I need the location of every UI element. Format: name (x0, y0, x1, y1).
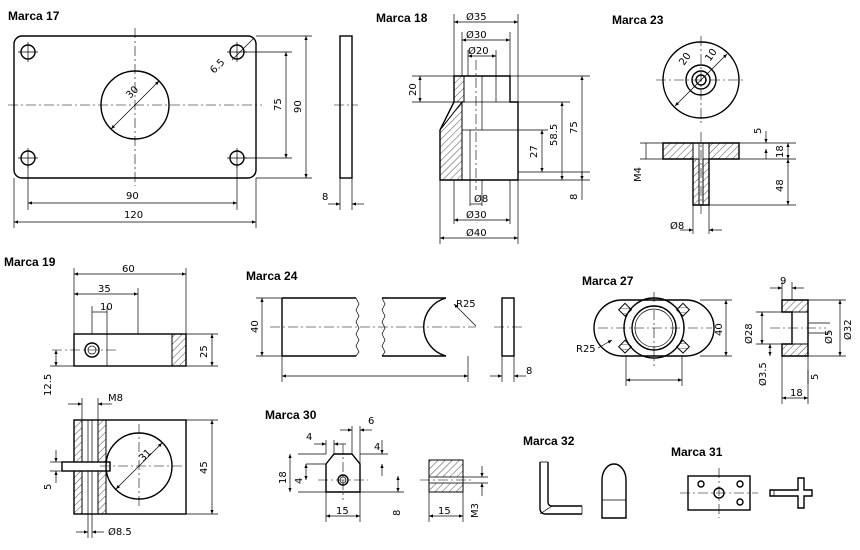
m24-dim-8: 8 (526, 366, 532, 377)
m30-side-section (428, 459, 464, 493)
title-marca-23: Marca 23 (612, 13, 664, 27)
marca-27: Marca 27 R25 40 9 Ø28 Ø32 Ø5 (576, 274, 854, 404)
m30-dim-4-left: 4 (294, 478, 305, 484)
marca-30: Marca 30 4 6 4 18 4 15 8 15 M3 (265, 408, 488, 522)
marca-23: Marca 23 20 10 5 18 48 M4 Ø8 (612, 13, 796, 234)
m17-side-view (339, 35, 353, 179)
m18-dim-8: 8 (569, 194, 580, 200)
title-marca-30: Marca 30 (265, 408, 317, 422)
m27-flange (593, 299, 715, 357)
title-marca-32: Marca 32 (523, 434, 575, 448)
m19-dim-d8-5: Ø8.5 (108, 526, 132, 538)
m23-dim-10: 10 (703, 47, 719, 64)
m23-dim-5: 5 (753, 128, 764, 134)
m19-dim-12-5: 12.5 (43, 374, 54, 396)
m19-dim-35: 35 (98, 284, 111, 295)
m31-pin (769, 477, 813, 509)
m27-bolt-holes (617, 302, 691, 354)
marca-17: Marca 17 30 6.5 75 90 90 120 (8, 9, 364, 228)
m27-dim-r25: R25 (576, 344, 596, 355)
m19-dim-10: 10 (100, 302, 113, 313)
m27-dim-d3-5: Ø3.5 (757, 362, 769, 386)
m17-dim-6-5: 6.5 (208, 57, 227, 76)
m32-cap (601, 463, 627, 519)
m18-dim-d30-top: Ø30 (466, 29, 487, 41)
m23-dim-18: 18 (775, 145, 786, 158)
m19-dim-25: 25 (199, 345, 210, 358)
m19-dim-5: 5 (43, 484, 54, 490)
title-marca-31: Marca 31 (671, 445, 723, 459)
title-marca-18: Marca 18 (376, 11, 428, 25)
m30-dim-8: 8 (392, 510, 403, 516)
marca-19: Marca 19 60 35 10 25 12.5 31 M8 (4, 255, 218, 538)
m27-dim-18: 18 (790, 388, 803, 399)
m19-dim-31: 31 (137, 447, 154, 464)
m30-dim-15-front: 15 (336, 506, 349, 517)
m18-dim-d20: Ø20 (468, 45, 489, 57)
m27-dim-d5: Ø5 (823, 330, 835, 344)
m27-dim-40: 40 (714, 323, 725, 336)
m30-dim-4-right: 4 (374, 442, 380, 453)
m23-dim-m4: M4 (633, 167, 644, 182)
m27-dim-5: 5 (810, 374, 821, 380)
m30-dim-15-side: 15 (438, 506, 451, 517)
m32-bent-wire-outer (539, 462, 582, 515)
m17-dim-90h: 90 (126, 191, 139, 202)
m18-dim-58-5: 58.5 (549, 124, 560, 146)
m30-dim-4-top: 4 (306, 432, 312, 443)
m17-dim-90v: 90 (293, 100, 304, 113)
title-marca-17: Marca 17 (8, 9, 60, 23)
m24-dim-40: 40 (250, 320, 261, 333)
m19-dim-60: 60 (122, 264, 135, 275)
m17-dim-75: 75 (273, 98, 284, 111)
m18-dim-75: 75 (569, 121, 580, 134)
m30-dim-6: 6 (368, 416, 374, 427)
m27-dim-d32: Ø32 (842, 319, 854, 340)
m23-dim-48: 48 (775, 179, 786, 192)
m23-dim-d8: Ø8 (670, 220, 684, 232)
m27-dim-d28: Ø28 (743, 323, 755, 344)
m17-dim-30: 30 (124, 84, 141, 101)
m18-dim-d30-bottom: Ø30 (466, 209, 487, 221)
m18-dim-d35: Ø35 (466, 11, 487, 23)
m18-dim-d8: Ø8 (474, 193, 488, 205)
marca-24: Marca 24 R25 40 8 (246, 269, 532, 382)
m17-center-hole (100, 70, 170, 140)
m19-dim-45: 45 (199, 461, 210, 474)
title-marca-27: Marca 27 (582, 274, 634, 288)
m23-dim-20: 20 (677, 51, 693, 68)
m17-dim-120: 120 (124, 210, 143, 221)
marca-31: Marca 31 (671, 445, 813, 518)
m30-dim-18: 18 (278, 471, 289, 484)
m24-bar-left (281, 297, 356, 357)
m18-dim-27: 27 (529, 145, 540, 158)
m18-dim-d40: Ø40 (466, 227, 487, 239)
m24-dim-r25: R25 (456, 299, 476, 310)
m27-dim-9: 9 (780, 276, 786, 287)
m30-dim-m3: M3 (470, 503, 481, 518)
marca-18: Marca 18 Ø35 Ø30 Ø20 20 58.5 75 27 (376, 11, 590, 244)
title-marca-19: Marca 19 (4, 255, 56, 269)
m17-dim-8: 8 (322, 192, 328, 203)
marca-32: Marca 32 (523, 434, 627, 519)
m18-dim-20: 20 (408, 83, 419, 96)
m19-dim-m8: M8 (108, 393, 123, 404)
title-marca-24: Marca 24 (246, 269, 298, 283)
